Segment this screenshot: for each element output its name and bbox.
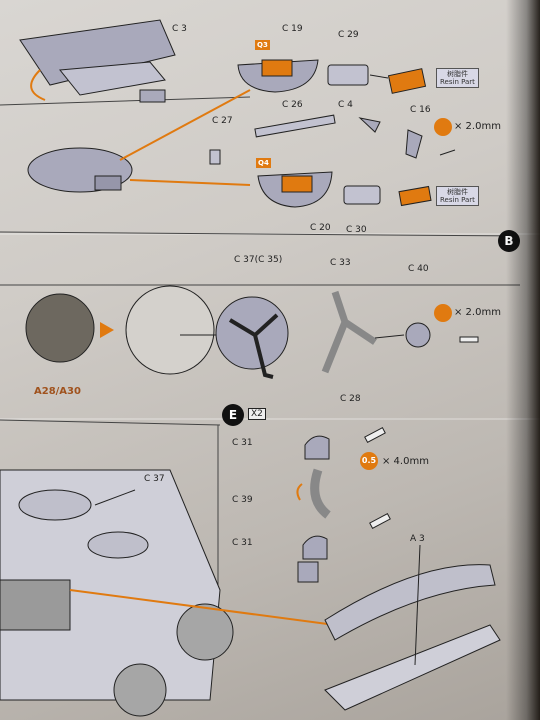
small-part [405,129,423,159]
road-wheel [176,603,234,661]
rotate-arrow [30,69,46,101]
rod-part [254,114,336,138]
resin-insert [261,59,293,77]
part-label: C 28 [340,394,361,404]
part-label: A 3 [410,534,425,544]
wire-length-label: × 4.0mm [382,456,429,467]
part-label: C 39 [232,495,253,505]
mount-block [297,561,319,583]
wire-piece [459,336,479,343]
resin-part-tag: 树脂件 Resin Part [436,68,479,88]
resin-insert [387,68,427,94]
leader-line [374,334,405,339]
wire-gauge-dot: 0.5 [360,452,378,470]
part-label: C 27 [212,116,233,126]
part-label: C 31 [232,538,253,548]
resin-insert [281,175,313,193]
part-label: C 3 [172,24,187,34]
page-edge-shadow [506,0,540,720]
part-label: C 40 [408,264,429,274]
part-label: C 30 [346,225,367,235]
resin-tag-en: Resin Part [440,78,475,86]
part-label: C 19 [282,24,303,34]
assembly-arrow [69,589,336,626]
wire-piece [364,426,386,444]
step-arrow [100,322,114,338]
wheel-photo [25,293,95,363]
part-label: C 37 [144,474,165,484]
resin-tag-cn: 树脂件 [446,188,468,196]
box-part [343,185,381,205]
assembly-arrow [119,89,251,161]
wire-length-label: × 2.0mm [454,121,501,132]
road-wheel [113,663,167,717]
engine-deck [0,579,71,631]
cover-plate [324,624,501,711]
wire-length-label: × 2.0mm [454,307,501,318]
part-label: C 20 [310,223,331,233]
rotate-arrow [296,483,303,501]
part-label: C 33 [330,258,351,268]
part-label: C 26 [282,100,303,110]
step-q3-marker: Q3 [255,40,270,50]
part-label: C 31 [232,438,253,448]
spring-end-part [304,435,330,460]
spring-end-part [302,535,328,560]
wheel-disc [125,285,215,375]
part-label: C 4 [338,100,353,110]
assembly-arrow [129,179,251,186]
section-divider [0,96,251,106]
fold-crease [0,418,540,420]
wheel-part-ident: A28/A30 [34,386,81,397]
quantity-label: X2 [248,408,266,420]
part-label: C 37(C 35) [234,255,283,265]
hatch-fitting [94,175,122,191]
part-label: C 29 [338,30,359,40]
resin-part-tag: 树脂件 Resin Part [436,186,479,206]
leader-line [94,489,136,506]
hatch-ring [87,531,149,559]
part-label: C 16 [410,105,431,115]
resin-tag-en: Resin Part [440,196,475,204]
leader-line [369,74,389,79]
leader-line [414,544,421,666]
hatch-ring [18,489,92,521]
step-e-badge: E [222,404,244,426]
wire-piece [439,149,456,156]
hull-plate [59,61,166,96]
grille-part [324,564,496,641]
small-bracket [209,149,221,165]
suspension-arm [321,290,377,374]
section-divider [0,231,519,237]
wire-gauge-dot [434,118,452,136]
section-divider [0,419,221,426]
wire-gauge-dot [434,304,452,322]
box-part [327,64,369,86]
hub-cap [405,322,431,348]
spring-part [310,468,331,519]
spoke-part [228,313,279,379]
resin-insert [398,185,432,207]
resin-tag-cn: 树脂件 [446,70,468,78]
step-q4-marker: Q4 [256,158,271,168]
small-part [358,117,381,133]
wire-piece [369,512,391,530]
bracket-part [139,89,166,103]
